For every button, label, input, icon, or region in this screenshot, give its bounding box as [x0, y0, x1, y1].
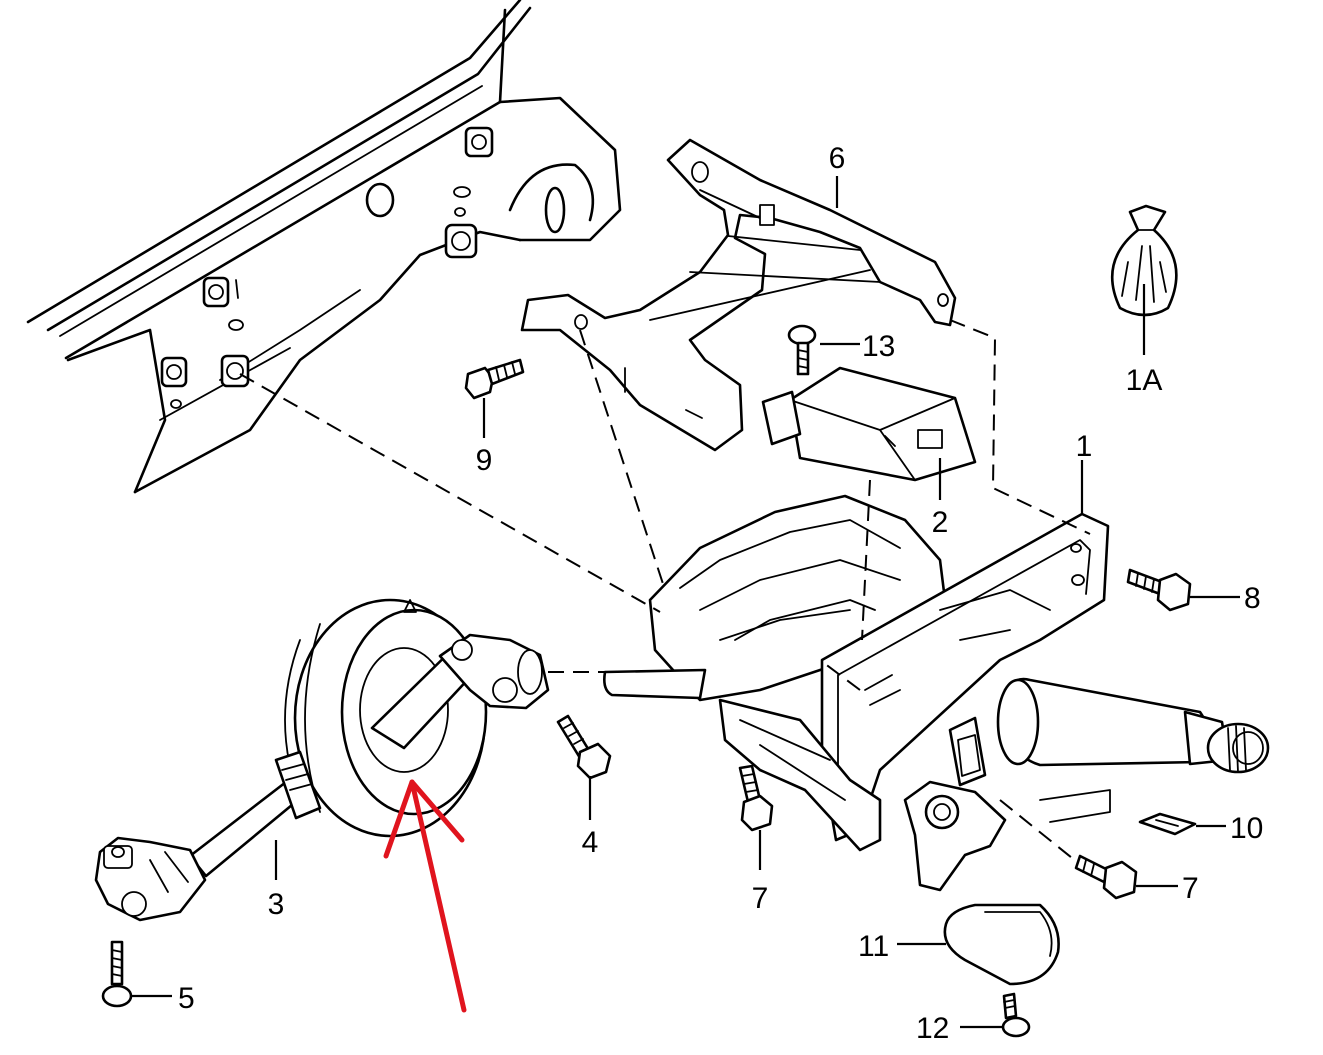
bolt-part-9 — [464, 358, 525, 400]
body-crossmember — [26, 0, 622, 494]
label-part-1a: 1A — [1126, 364, 1163, 397]
bolt-part-4 — [556, 714, 612, 780]
label-part-10: 10 — [1230, 812, 1263, 845]
control-module-part-2 — [761, 366, 977, 482]
screw-part-13 — [787, 324, 817, 376]
label-part-7-right: 7 — [1182, 872, 1199, 905]
label-part-5: 5 — [178, 982, 195, 1015]
label-part-3: 3 — [268, 888, 285, 921]
grease-packet-part-1a — [1111, 204, 1178, 317]
label-part-9: 9 — [476, 444, 493, 477]
weld-nut-5 — [220, 354, 250, 388]
mounting-bracket-part-6 — [520, 138, 957, 452]
label-part-8: 8 — [1244, 582, 1261, 615]
label-part-12: 12 — [916, 1012, 949, 1045]
label-part-13: 13 — [862, 330, 895, 363]
screw-part-12 — [1001, 992, 1031, 1038]
red-highlight-arrow — [383, 779, 467, 1013]
label-part-11: 11 — [858, 930, 889, 963]
steering-column-part-1 — [603, 494, 1270, 892]
lever-handle-part-11 — [943, 903, 1060, 986]
weld-nut-4 — [160, 356, 188, 388]
screw-part-5 — [101, 940, 133, 1008]
weld-nut-3 — [202, 276, 230, 308]
label-part-4: 4 — [582, 826, 599, 859]
bolt-part-7-lower-right — [1074, 854, 1138, 900]
label-part-2: 2 — [932, 506, 949, 539]
clip-nut-part-10 — [1138, 812, 1197, 836]
label-part-6: 6 — [829, 142, 846, 175]
bolt-part-8 — [1126, 568, 1192, 612]
leader-lines — [132, 176, 1240, 1029]
bolt-part-7-center — [738, 764, 774, 832]
weld-nut-1 — [464, 126, 494, 158]
label-part-1: 1 — [1076, 430, 1093, 463]
weld-nut-2 — [444, 223, 478, 259]
label-part-7-center: 7 — [752, 882, 769, 915]
assembly-dashed-lines — [239, 319, 1091, 859]
intermediate-shaft-part-3 — [94, 598, 550, 922]
part-labels: 6 13 1A 9 2 1 8 4 7 3 10 7 11 12 5 — [178, 142, 1263, 1045]
